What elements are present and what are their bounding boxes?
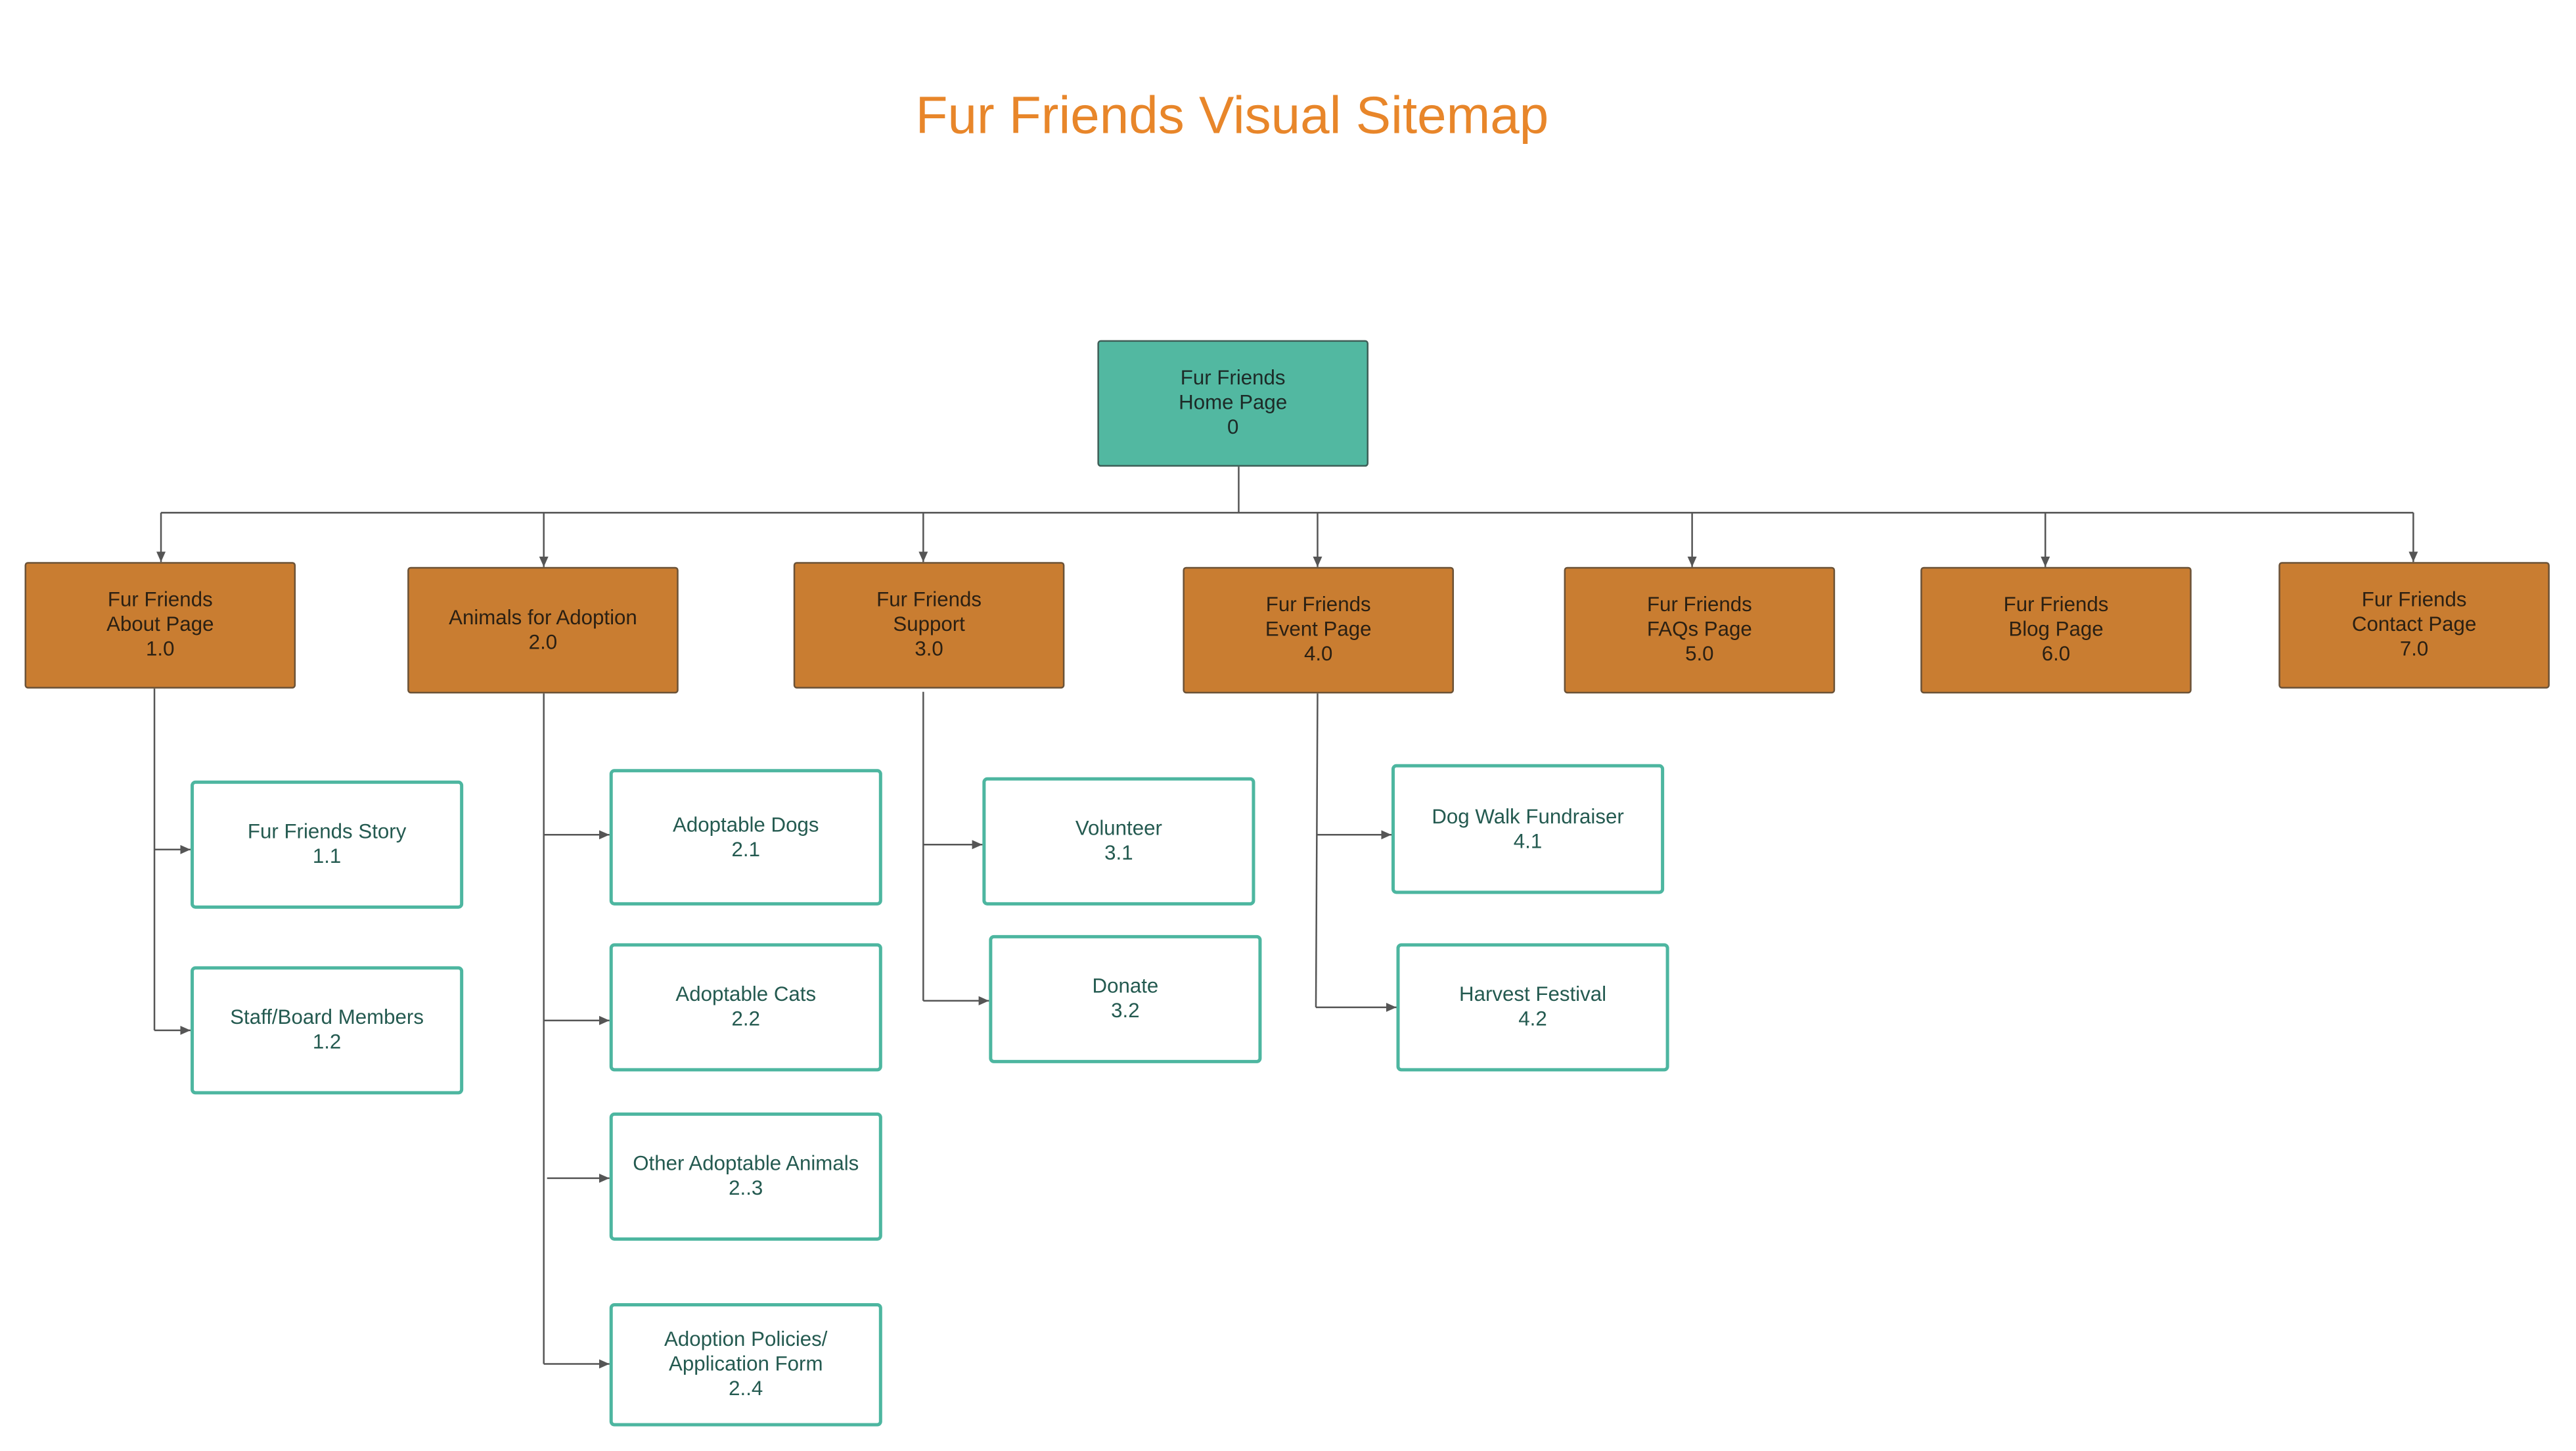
- node-harvest-festival-number: 4.2: [1518, 1007, 1547, 1030]
- node-adoption-policies-name: Adoption Policies/: [664, 1327, 828, 1351]
- node-contact-page-name: Fur Friends: [2361, 588, 2467, 612]
- node-home-page-number: 0: [1227, 415, 1239, 439]
- node-about-page-name: Fur Friends: [107, 588, 213, 612]
- node-fur-friends-story-name: Fur Friends Story: [247, 819, 407, 843]
- node-adoptable-cats-number: 2.2: [731, 1007, 760, 1030]
- node-harvest-festival-name: Harvest Festival: [1459, 982, 1607, 1006]
- node-dog-walk-fundraiser-name: Dog Walk Fundraiser: [1432, 804, 1624, 828]
- node-home-page-name: Fur Friends: [1180, 366, 1286, 390]
- node-about-page-type: About Page: [106, 612, 214, 636]
- node-event-page-type: Event Page: [1265, 618, 1372, 641]
- node-blog-page-type: Blog Page: [2008, 618, 2104, 641]
- node-adoptable-cats-name: Adoptable Cats: [675, 982, 817, 1006]
- node-adoptable-dogs-number: 2.1: [731, 837, 760, 861]
- node-about-page-number: 1.0: [146, 637, 175, 661]
- diagram-title: Fur Friends Visual Sitemap: [915, 85, 1549, 145]
- node-support-name: Fur Friends: [876, 588, 982, 612]
- connector-event-trunk: [1315, 693, 1319, 1007]
- node-blog-page-number: 6.0: [2041, 642, 2071, 666]
- node-support-number: 3.0: [915, 637, 943, 661]
- node-staff-board-members-number: 1.2: [312, 1030, 342, 1053]
- node-adoption-policies-name-line2: Application Form: [668, 1352, 823, 1376]
- node-home-page-type: Home Page: [1179, 391, 1288, 415]
- node-event-page-number: 4.0: [1303, 642, 1333, 666]
- node-other-adoptable-animals-name: Other Adoptable Animals: [633, 1151, 859, 1175]
- node-fur-friends-story-number: 1.1: [312, 844, 342, 868]
- node-contact-page-type: Contact Page: [2351, 612, 2477, 636]
- node-support-type: Support: [893, 612, 965, 636]
- node-faqs-page-number: 5.0: [1685, 642, 1714, 666]
- node-donate-number: 3.2: [1111, 999, 1140, 1023]
- node-animals-for-adoption-number: 2.0: [528, 630, 558, 653]
- node-other-adoptable-animals-number: 2..3: [729, 1176, 763, 1200]
- node-staff-board-members-name: Staff/Board Members: [230, 1005, 424, 1029]
- node-adoptable-dogs-name: Adoptable Dogs: [673, 812, 819, 836]
- node-donate-name: Donate: [1092, 974, 1159, 998]
- node-faqs-page-name: Fur Friends: [1646, 593, 1752, 616]
- node-faqs-page-type: FAQs Page: [1646, 618, 1752, 641]
- node-dog-walk-fundraiser-number: 4.1: [1513, 829, 1543, 852]
- node-contact-page-number: 7.0: [2399, 637, 2429, 661]
- node-event-page-name: Fur Friends: [1265, 593, 1371, 616]
- node-volunteer-number: 3.1: [1104, 841, 1133, 865]
- node-animals-for-adoption-name: Animals for Adoption: [449, 605, 637, 629]
- node-volunteer-name: Volunteer: [1075, 816, 1162, 840]
- node-blog-page-name: Fur Friends: [2003, 593, 2109, 616]
- node-adoption-policies-number: 2..4: [729, 1377, 763, 1400]
